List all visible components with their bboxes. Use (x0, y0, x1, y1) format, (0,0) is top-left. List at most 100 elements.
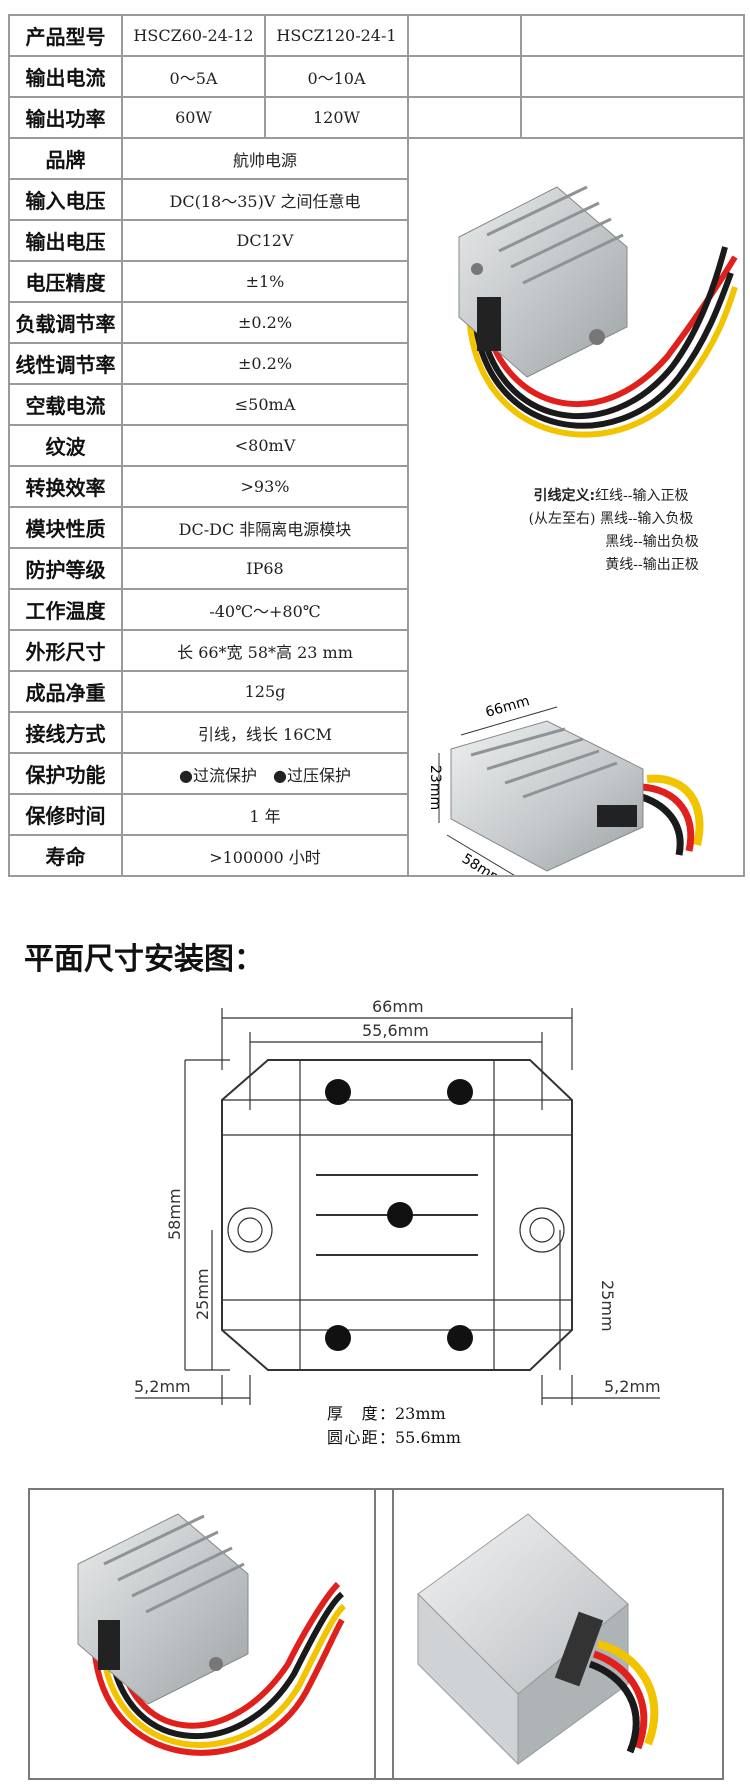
spec-table: 产品型号 HSCZ60-24-12 HSCZ120-24-1 输出电流 0～5A… (8, 14, 745, 877)
wire-legend-line: 黄线--输出正极 (605, 557, 699, 573)
spec-value: HSCZ120-24-1 (264, 14, 409, 57)
spec-value: DC-DC 非隔离电源模块 (121, 506, 409, 549)
wire-legend-line: 黑线--输出负极 (605, 534, 699, 550)
center-distance-label: 圆心距： (327, 1428, 395, 1447)
product-photos (28, 1488, 724, 1780)
spec-value (520, 14, 745, 57)
wire-legend-line: 黑线--输入负极 (599, 511, 694, 527)
spec-label: 外形尺寸 (8, 629, 123, 672)
spec-label: 输出功率 (8, 96, 123, 139)
spec-value: 0～5A (121, 55, 266, 98)
dim-overall-width: 66mm (372, 997, 424, 1016)
spec-value: 长 66*宽 58*高 23 mm (121, 629, 409, 672)
spec-label: 工作温度 (8, 588, 123, 631)
spec-label: 电压精度 (8, 260, 123, 303)
table-row: 纹波<80mV (8, 424, 744, 467)
spec-value: 125g (121, 670, 409, 713)
drawing-notes: 厚 度：23mm 圆心距：55.6mm (327, 1402, 461, 1450)
spec-value: 0～10A (264, 55, 409, 98)
spec-value: HSCZ60-24-12 (121, 14, 266, 57)
table-row: 负载调节率±0.2% (8, 301, 744, 344)
spec-value (520, 55, 745, 98)
dim-hole-spacing: 55,6mm (362, 1021, 429, 1040)
spec-value: 航帅电源 (121, 137, 409, 180)
wire-legend-title: 引线定义: (533, 488, 596, 504)
product-photo-wires (77, 1513, 347, 1756)
spec-label: 保护功能 (8, 752, 123, 795)
table-row: 品牌 航帅电源 (8, 137, 745, 877)
spec-value: 引线，线长 16CM (121, 711, 409, 754)
dim-hole-offset-left: 25mm (193, 1268, 212, 1320)
spec-label: 线性调节率 (8, 342, 123, 385)
spec-label: 产品型号 (8, 14, 123, 57)
spec-value: DC(18～35)V 之间任意电 (121, 178, 409, 221)
table-row: 保护功能●过流保护 ●过压保护 (8, 752, 744, 795)
spec-label: 寿命 (8, 834, 123, 877)
spec-label: 纹波 (8, 424, 123, 467)
spec-value: 1 年 (121, 793, 409, 836)
table-row: 空载电流≤50mA (8, 383, 744, 426)
spec-value: IP68 (121, 547, 409, 590)
table-row: 工作温度-40℃～+80℃ (8, 588, 744, 631)
spec-value: ≤50mA (121, 383, 409, 426)
spec-value (520, 96, 745, 139)
spec-value (407, 96, 522, 139)
dim-edge-right: 5,2mm (604, 1377, 661, 1396)
dim-edge-left: 5,2mm (134, 1377, 191, 1396)
spec-label: 转换效率 (8, 465, 123, 508)
wire-legend-note: (从左至右) (528, 511, 596, 527)
module-photo-with-wires (458, 185, 738, 438)
center-distance-value: 55.6mm (395, 1428, 461, 1447)
spec-value: >100000 小时 (121, 834, 409, 877)
spec-value (407, 55, 522, 98)
table-row: 输出功率 60W 120W (8, 96, 745, 139)
mounting-drawing: 66mm 55,6mm 58mm 25mm 25mm 5,2mm 5,2mm (134, 997, 661, 1405)
spec-label: 接线方式 (8, 711, 123, 754)
spec-value (407, 14, 522, 57)
dim-height-label: 23mm (427, 765, 443, 810)
spec-value: 60W (121, 96, 266, 139)
thickness-label: 厚 度： (327, 1404, 395, 1423)
spec-value: -40℃～+80℃ (121, 588, 409, 631)
spec-label: 成品净重 (8, 670, 123, 713)
table-row: 外形尺寸长 66*宽 58*高 23 mm (8, 629, 744, 672)
spec-value: <80mV (121, 424, 409, 467)
spec-label: 输入电压 (8, 178, 123, 221)
spec-value: 120W (264, 96, 409, 139)
spec-value: ±0.2% (121, 301, 409, 344)
dim-hole-offset-right: 25mm (598, 1280, 617, 1332)
product-photo-enclosure (417, 1513, 659, 1766)
dim-overall-height: 58mm (165, 1188, 184, 1240)
table-row: 转换效率>93% (8, 465, 744, 508)
thickness-value: 23mm (395, 1404, 446, 1423)
table-row: 产品型号 HSCZ60-24-12 HSCZ120-24-1 (8, 14, 745, 57)
spec-value: DC12V (121, 219, 409, 262)
spec-label: 输出电流 (8, 55, 123, 98)
table-row: 电压精度±1% (8, 260, 744, 303)
spec-label: 模块性质 (8, 506, 123, 549)
dim-width-label: 58mm (459, 851, 506, 876)
spec-value: ±0.2% (121, 342, 409, 385)
spec-label: 负载调节率 (8, 301, 123, 344)
spec-label: 防护等级 (8, 547, 123, 590)
spec-label: 品牌 (8, 137, 123, 180)
spec-label: 保修时间 (8, 793, 123, 836)
table-row: 线性调节率±0.2% (8, 342, 744, 385)
table-row: 输出电流 0～5A 0～10A (8, 55, 745, 98)
module-dimension-photo: 66mm 23mm 58mm (427, 695, 704, 876)
spec-value: >93% (121, 465, 409, 508)
wire-legend-line: 红线--输入正极 (595, 488, 689, 504)
section-title: 平面尺寸安装图： (24, 942, 264, 977)
table-row: 寿命>100000 小时 (8, 834, 744, 877)
wire-legend: 引线定义:红线--输入正极 (从左至右) 黑线--输入负极 黑线--输出负极 黄… (410, 485, 742, 577)
spec-label: 输出电压 (8, 219, 123, 262)
spec-value: ±1% (121, 260, 409, 303)
photo-divider (374, 1490, 394, 1778)
table-row: 接线方式引线，线长 16CM (8, 711, 744, 754)
spec-label: 空载电流 (8, 383, 123, 426)
